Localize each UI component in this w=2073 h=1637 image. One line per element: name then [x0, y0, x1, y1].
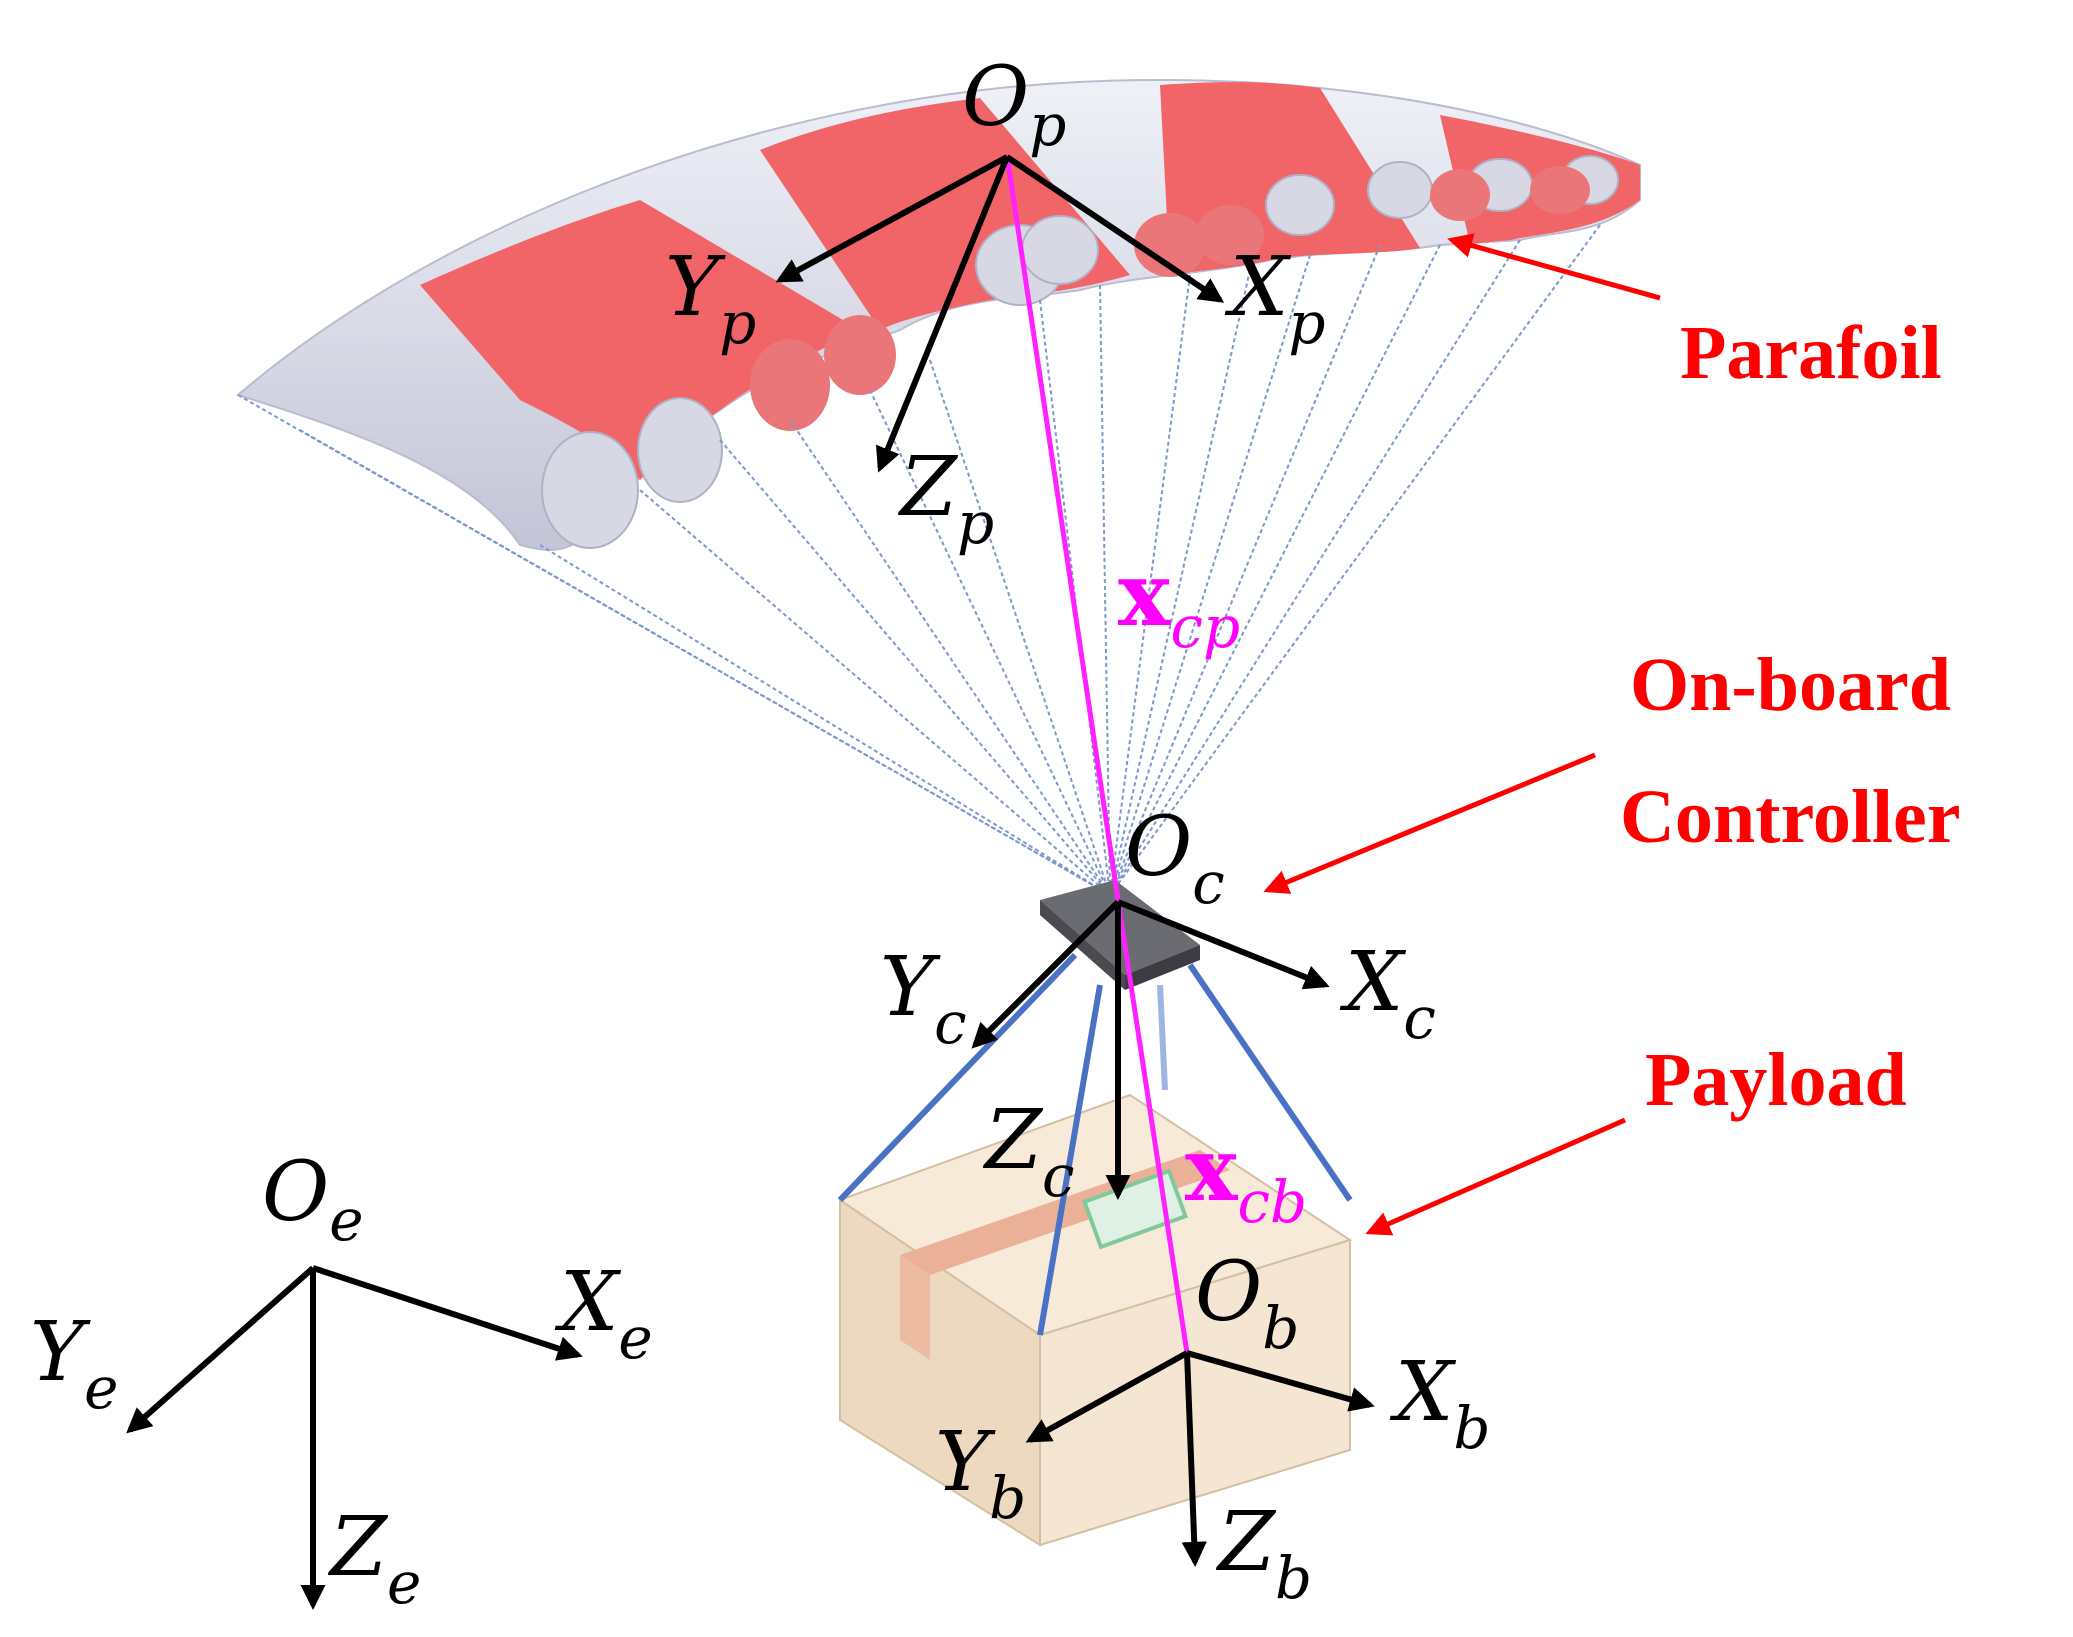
axis-yb-label: Yb	[935, 1415, 1026, 1532]
axis-zp-label: Zp	[897, 440, 994, 557]
position-vectors	[1004, 154, 1190, 1354]
axis-ze-label: Ze	[327, 1500, 421, 1617]
axis-yb-arrow	[1025, 1350, 1189, 1443]
parafoil-canopy	[235, 78, 1641, 551]
vector-xcp-label: xcp	[1118, 542, 1240, 661]
origin-oe-label: Oe	[262, 1145, 364, 1254]
callout-arrows	[1263, 233, 1661, 1236]
callout-parafoil: Parafoil	[1680, 311, 1942, 395]
axis-xp-label: Xp	[1224, 240, 1326, 357]
axis-arrows	[126, 154, 1375, 1611]
vector-cp-line	[1004, 154, 1121, 901]
axis-yc-arrow	[971, 899, 1121, 1049]
axis-zp-arrow	[875, 155, 1010, 473]
origin-op-label: Op	[962, 50, 1066, 159]
callout-payload: Payload	[1645, 1038, 1907, 1122]
axis-zc-label: Zc	[982, 1093, 1074, 1210]
axis-xe-arrow	[312, 1265, 583, 1361]
axis-xc-label: Xc	[1339, 935, 1436, 1052]
axis-xb-label: Xb	[1389, 1345, 1491, 1462]
axis-yp-label: Yp	[665, 240, 756, 357]
axis-ye-label: Ye	[30, 1305, 118, 1422]
axis-yp-arrow	[775, 154, 1009, 283]
origin-oc-label: Oc	[1125, 800, 1225, 917]
axis-ye-arrow	[126, 1265, 315, 1434]
vector-xcb-label: xcb	[1185, 1117, 1307, 1236]
origin-ob-label: Ob	[1195, 1245, 1299, 1362]
payload-box	[837, 1093, 1353, 1547]
axis-xc-arrow	[1116, 899, 1330, 990]
axis-xb-arrow	[1186, 1350, 1375, 1412]
axis-xe-label: Xe	[554, 1255, 653, 1372]
payload-straps	[837, 952, 1353, 1336]
vector-cb-line	[1115, 899, 1190, 1354]
axis-xp-arrow	[1005, 154, 1225, 303]
axis-zb-arrow	[1181, 1352, 1207, 1568]
axis-zb-label: Zb	[1215, 1495, 1312, 1612]
callout-controller-line1: On-board	[1630, 643, 1951, 727]
suspension-lines	[237, 224, 1601, 896]
callout-controller-line2: Controller	[1620, 775, 1961, 859]
axis-yc-label: Yc	[880, 940, 967, 1057]
